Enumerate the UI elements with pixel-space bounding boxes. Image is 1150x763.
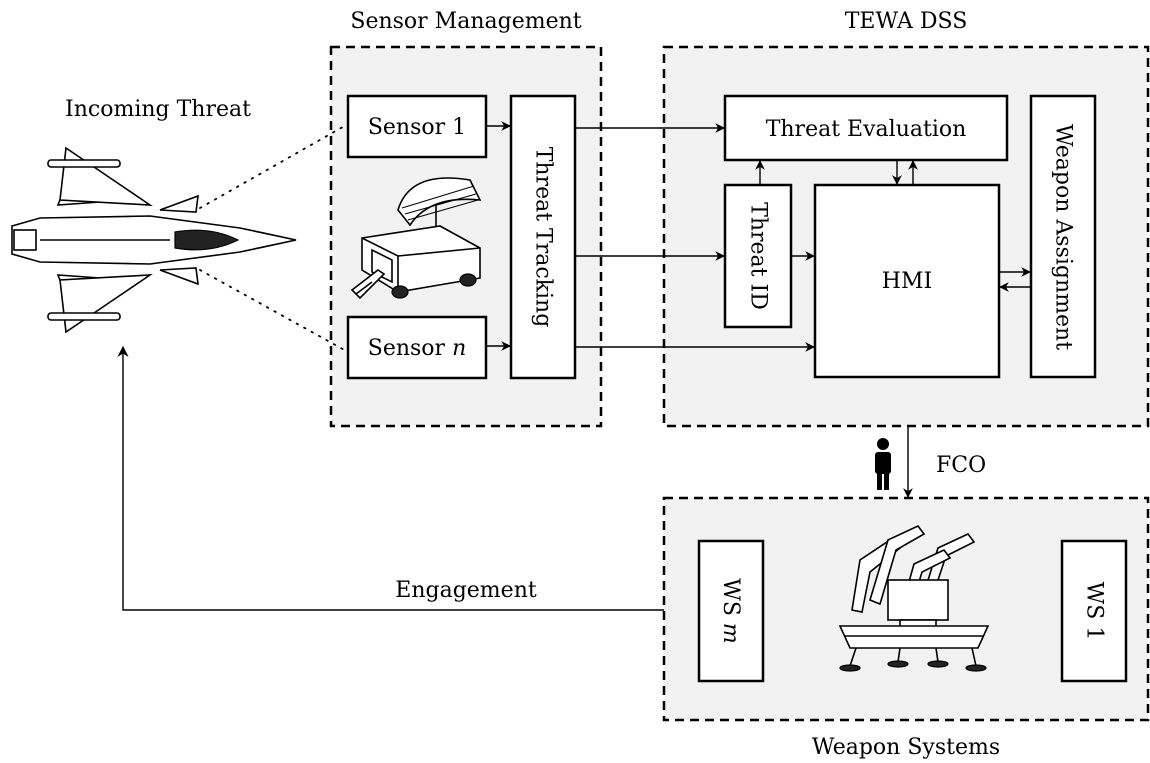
fighter-jet-icon xyxy=(11,146,297,334)
threat-tracking-label: Threat Tracking xyxy=(531,147,556,328)
incoming-threat-label: Incoming Threat xyxy=(65,97,251,122)
ws-1-box xyxy=(1060,539,1128,683)
missile-launcher-icon xyxy=(838,525,990,672)
tewa-dss-title: TEWA DSS xyxy=(845,9,968,34)
sensor-1-box xyxy=(346,94,488,159)
ws-m-label: WS m xyxy=(719,578,744,644)
engagement-arrow xyxy=(117,345,664,611)
engagement-label: Engagement xyxy=(395,578,537,603)
sensor-1-label: Sensor 1 xyxy=(368,115,466,140)
sensor-n-box xyxy=(346,315,488,380)
threat-evaluation-label: Threat Evaluation xyxy=(766,117,967,142)
fco-label: FCO xyxy=(936,453,986,478)
sensing-line-1 xyxy=(199,123,349,209)
sensor-n-label: Sensor n xyxy=(368,336,466,361)
threat-tracking-box xyxy=(509,94,577,380)
radar-vehicle-icon xyxy=(350,177,482,300)
ws-m-box xyxy=(697,539,765,683)
hmi-label: HMI xyxy=(882,269,932,294)
sensing-line-n xyxy=(199,269,349,353)
threat-id-box xyxy=(723,183,793,329)
sensor-management-title: Sensor Management xyxy=(350,9,581,34)
ws-1-label: WS 1 xyxy=(1082,582,1107,641)
hmi-box xyxy=(813,183,1001,379)
weapon-assignment-box xyxy=(1029,94,1097,379)
threat-id-label: Threat ID xyxy=(746,202,771,310)
weapon-assignment-label: Weapon Assignment xyxy=(1051,124,1076,350)
weapon-systems-title: Weapon Systems xyxy=(812,735,1000,760)
threat-evaluation-box xyxy=(723,94,1009,162)
operator-person-icon xyxy=(875,438,891,490)
